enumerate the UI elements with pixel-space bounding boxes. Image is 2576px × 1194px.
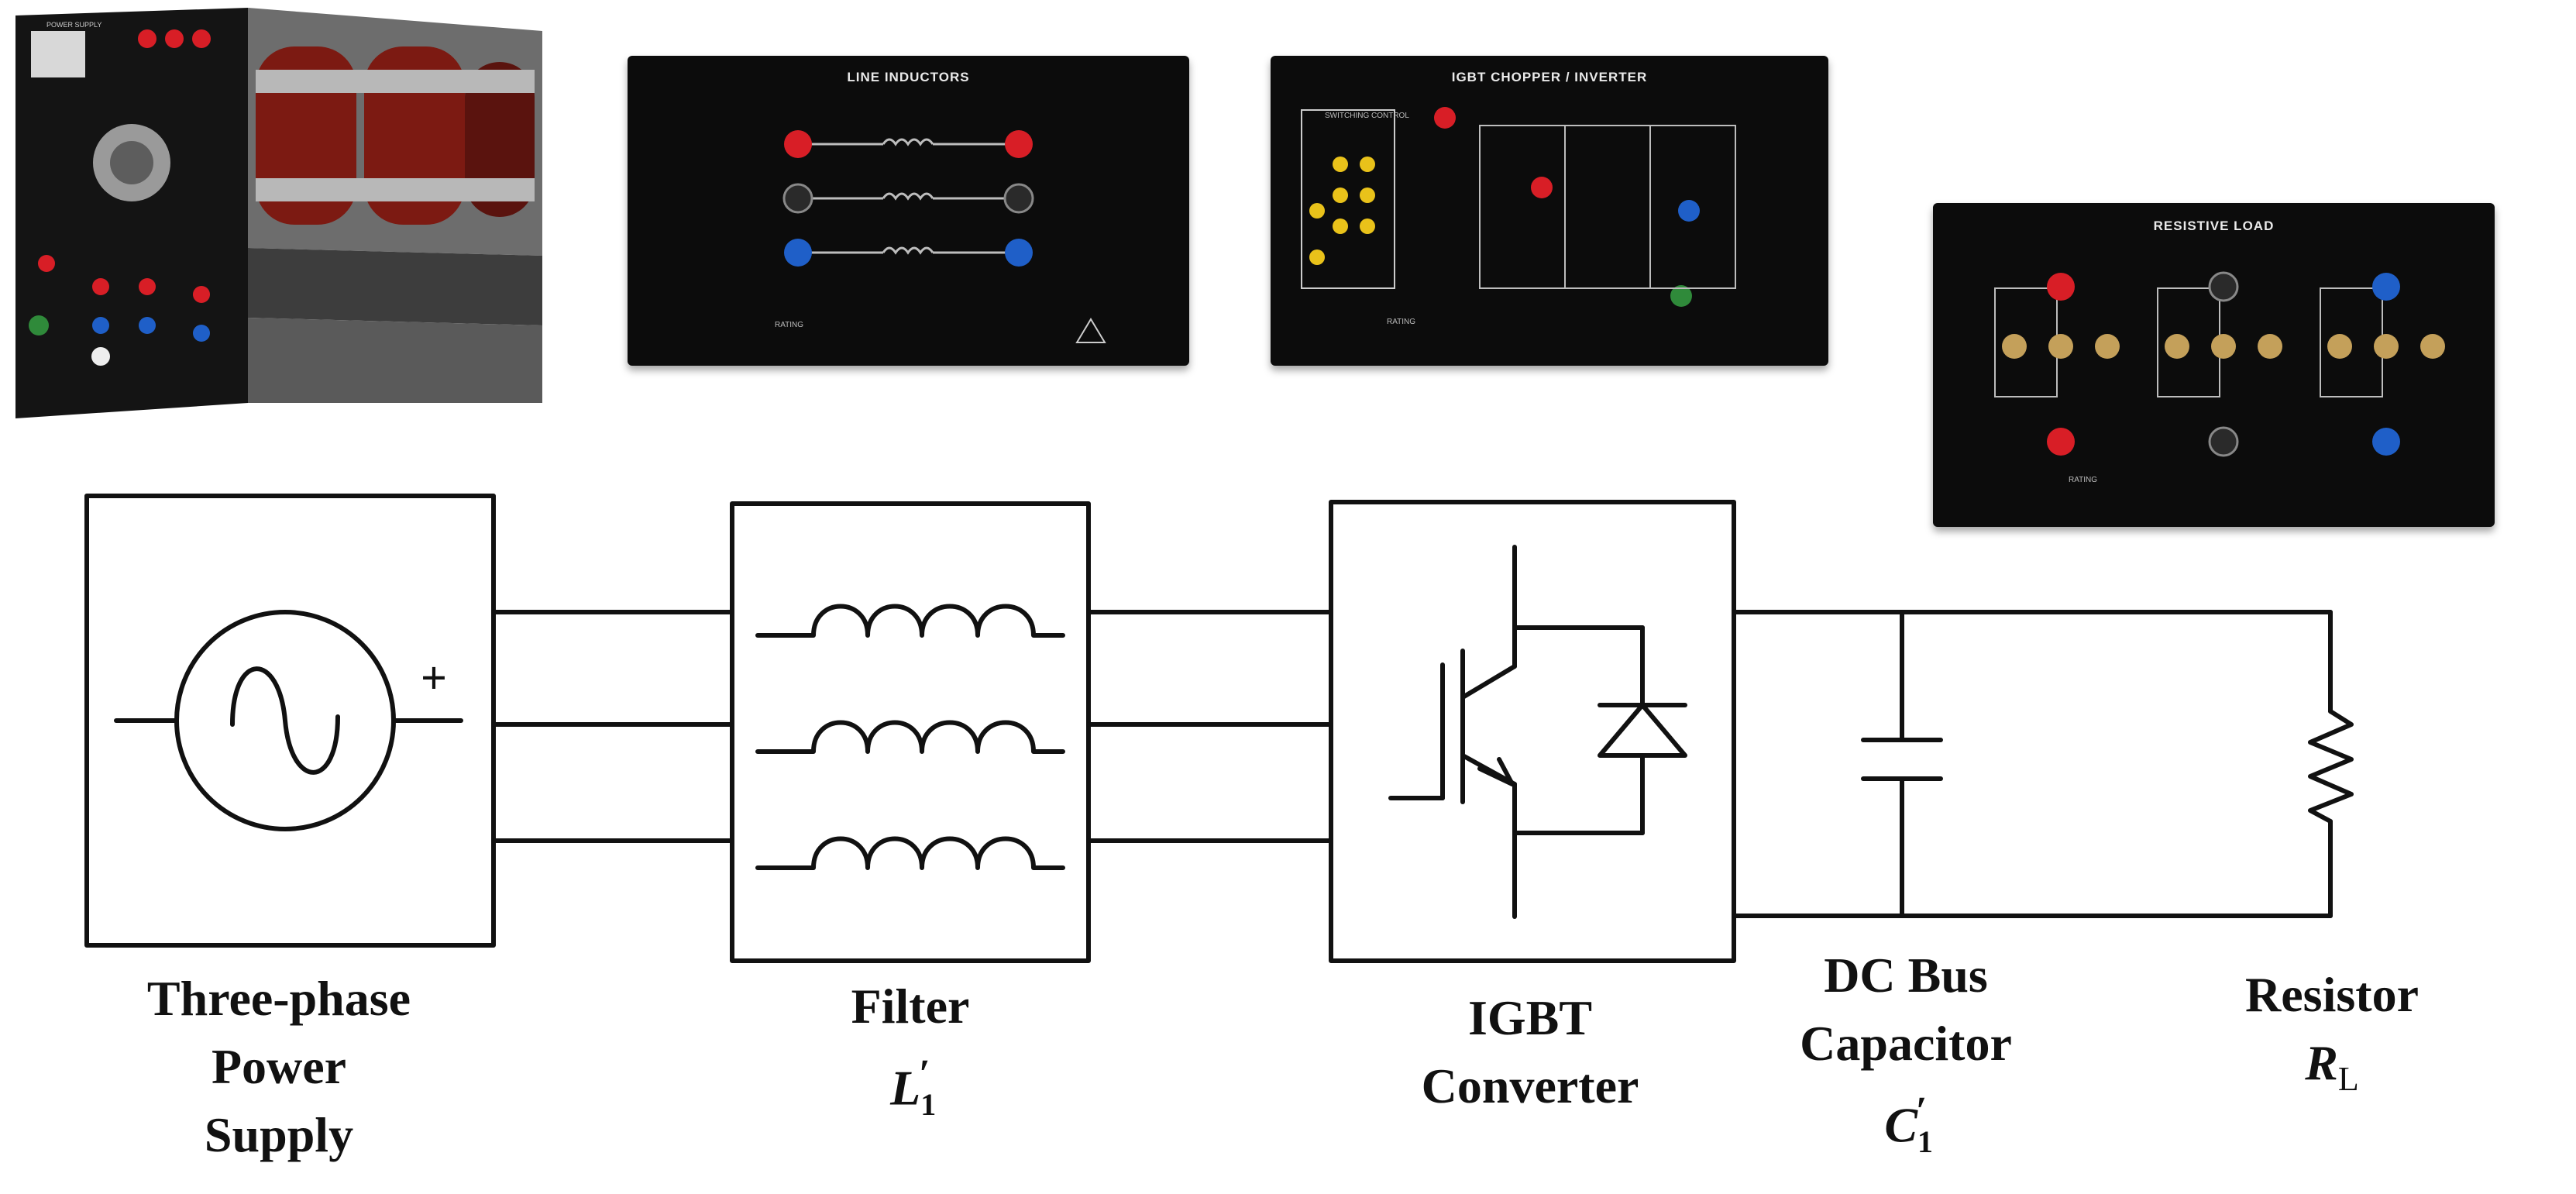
igbt-chopper-title: IGBT CHOPPER / INVERTER — [1451, 70, 1648, 84]
power-supply-photo: POWER SUPPLY — [15, 8, 542, 418]
capacitor-label-line1: DC Bus — [1824, 948, 1988, 1003]
line-inductors-rating: RATING — [775, 321, 804, 329]
resistive-load-title: RESISTIVE LOAD — [2153, 218, 2275, 233]
sine-wave-icon — [230, 666, 340, 775]
line-inductors-title: LINE INDUCTORS — [847, 70, 970, 84]
supply-block — [84, 494, 496, 948]
igbt-chopper-photo: IGBT CHOPPER / INVERTER SWITCHING CONTRO… — [1271, 56, 1828, 366]
resistive-load-rating: RATING — [2069, 476, 2098, 484]
supply-label-line2: Power — [211, 1039, 347, 1094]
converter-label: IGBT Converter — [1348, 984, 1712, 1120]
resistor-symbol-label: RL — [2305, 1035, 2359, 1098]
line-inductors-photo: LINE INDUCTORS RATING — [628, 56, 1189, 366]
capacitor-symbol-label: C1′ — [1884, 1089, 1934, 1160]
inductor-coils — [755, 604, 1065, 870]
igbt-chopper-jacks — [1301, 107, 1736, 307]
filter-label: Filter L1′ — [775, 972, 1046, 1139]
igbt-chopper-switching: SWITCHING CONTROL — [1325, 112, 1409, 120]
resistor-label: Resistor RL — [2169, 961, 2495, 1113]
resistive-load-jacks — [1994, 271, 2445, 457]
resistive-load-photo: RESISTIVE LOAD RATING — [1933, 203, 2495, 527]
filter-block — [730, 501, 1091, 963]
resistor-label-line1: Resistor — [2245, 967, 2419, 1022]
freewheel-diode-symbol — [1512, 625, 1687, 835]
capacitor-symbol — [1861, 610, 1943, 918]
filter-label-line1: Filter — [851, 979, 970, 1034]
igbt-symbol — [1388, 545, 1517, 919]
power-supply-title: POWER SUPPLY — [46, 21, 101, 29]
supply-label-line1: Three-phase — [146, 971, 411, 1026]
converter-block — [1329, 500, 1736, 963]
capacitor-label: DC Bus Capacitor C1′ — [1735, 941, 2076, 1176]
supply-plus-sign: + — [420, 652, 448, 704]
supply-label-line3: Supply — [204, 1107, 354, 1162]
converter-label-line2: Converter — [1421, 1058, 1639, 1113]
supply-label: Three-phase Power Supply — [85, 965, 473, 1169]
igbt-chopper-rating: RATING — [1387, 318, 1416, 326]
line-inductors-jacks — [782, 130, 1106, 343]
converter-label-line1: IGBT — [1467, 990, 1593, 1045]
resistor-symbol — [2308, 610, 2354, 918]
filter-inductance-symbol: L1′ — [890, 1052, 937, 1123]
capacitor-label-line2: Capacitor — [1800, 1016, 2012, 1071]
